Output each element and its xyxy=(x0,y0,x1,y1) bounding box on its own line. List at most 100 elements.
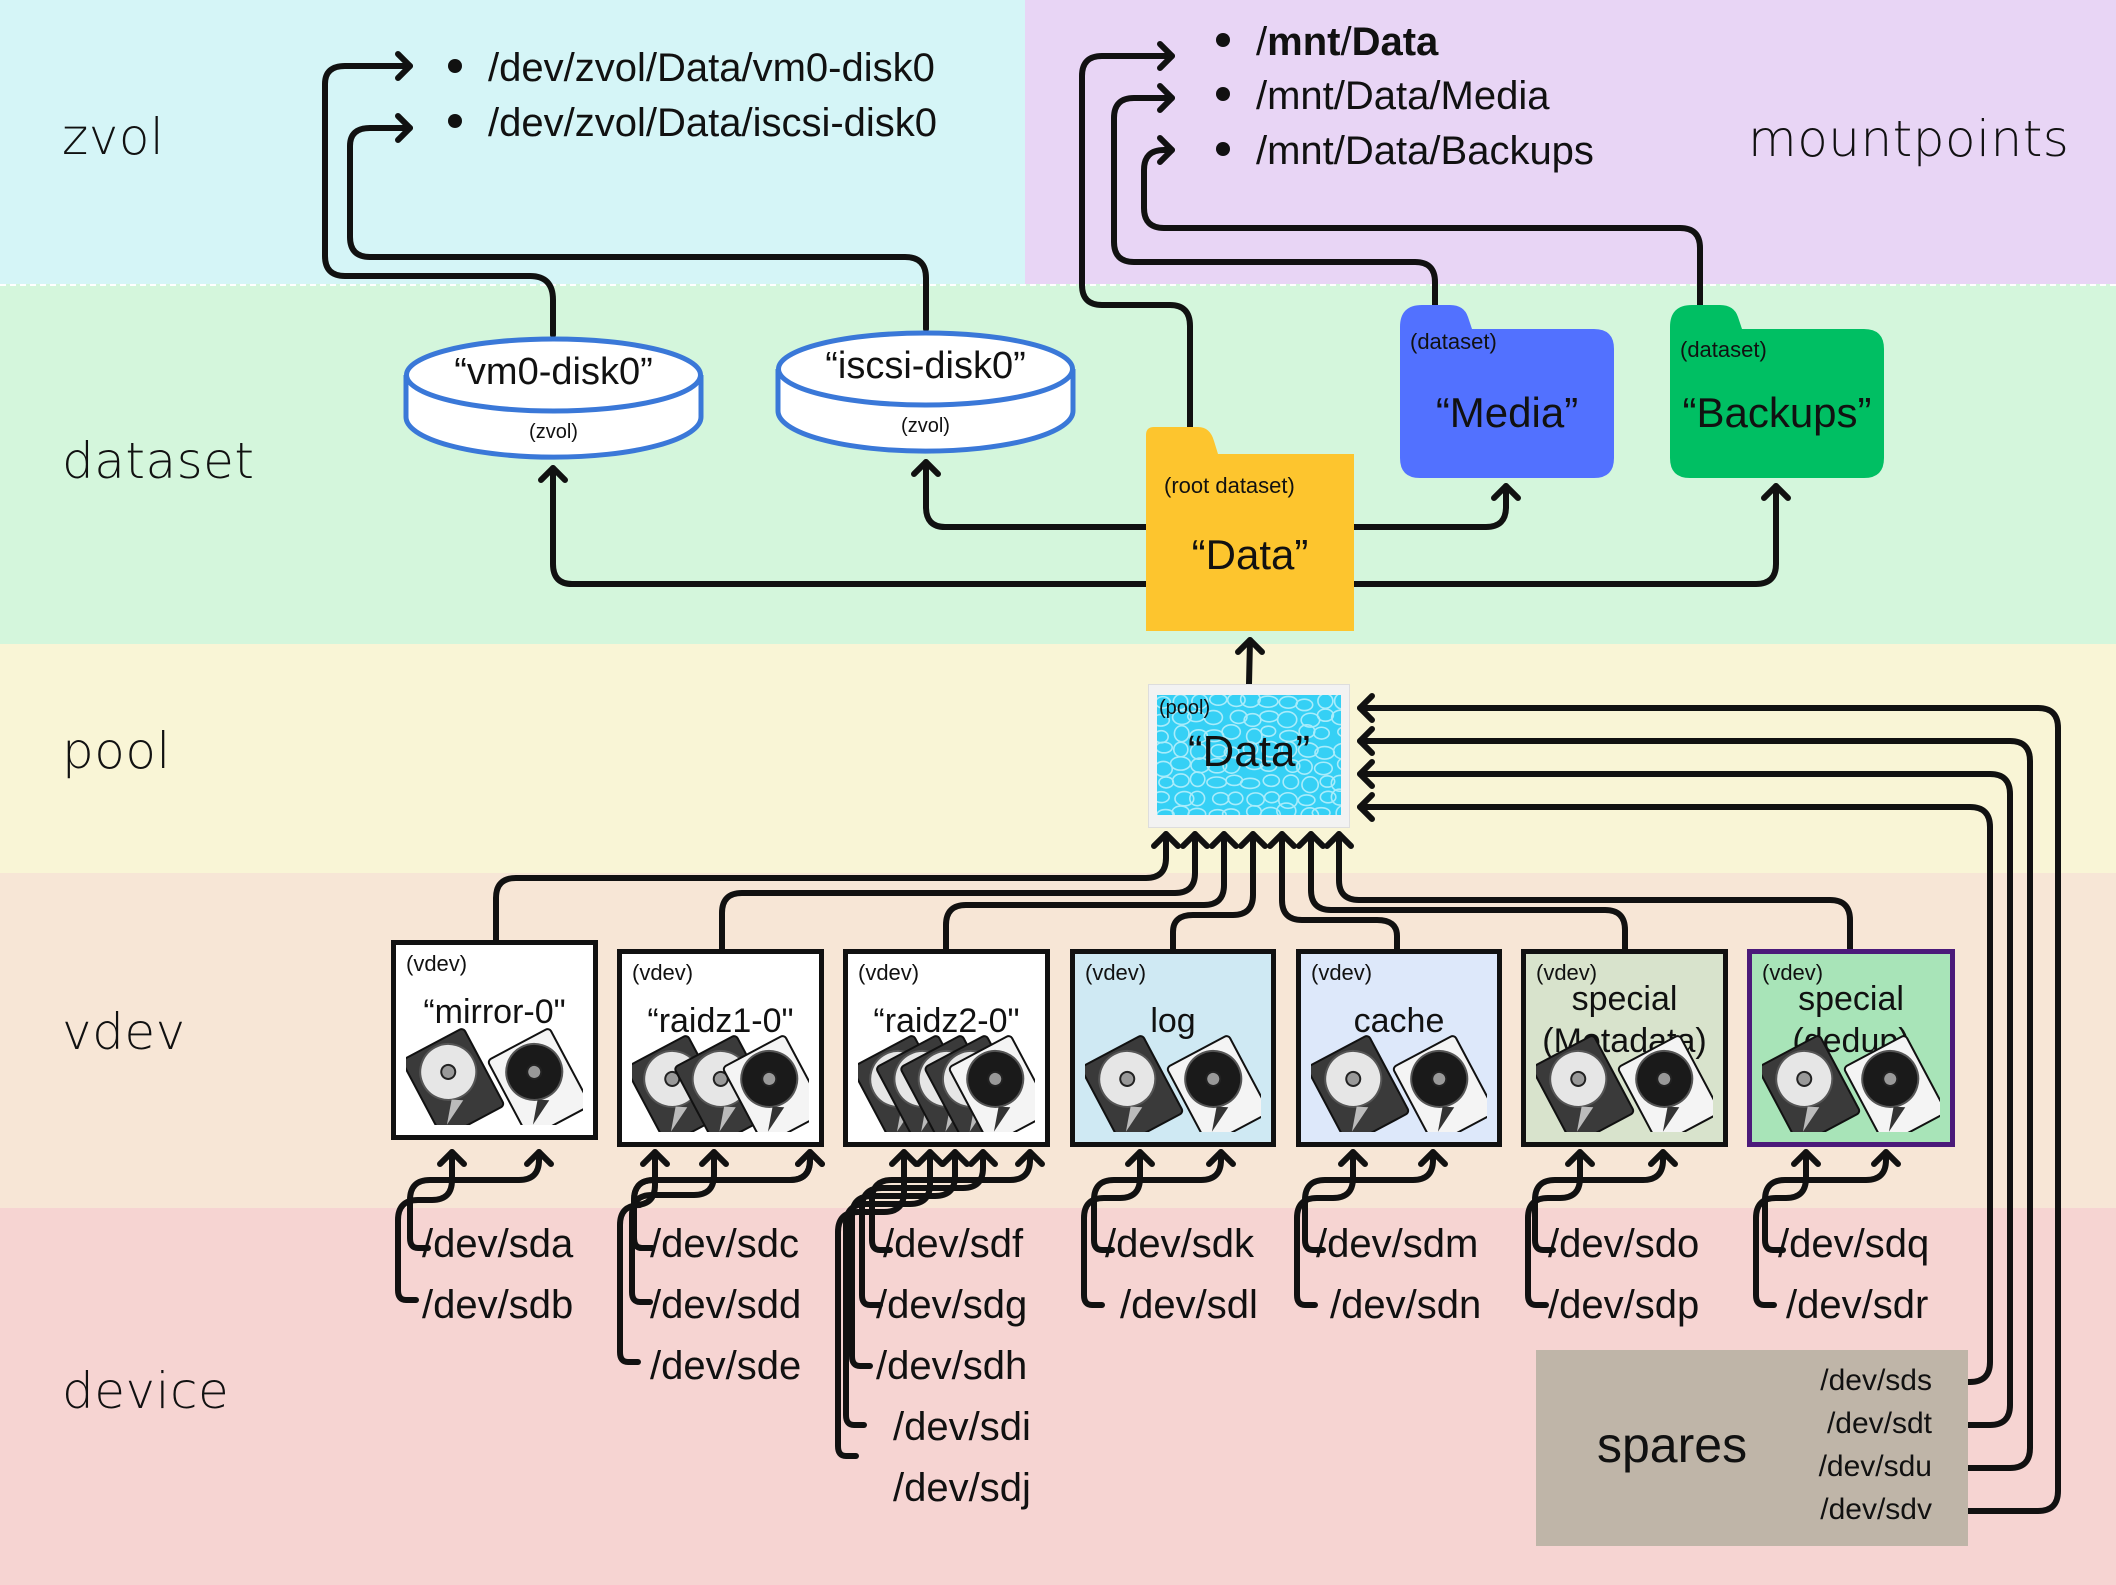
vdev-name: “mirror-0" xyxy=(423,993,566,1031)
folder-icon xyxy=(1400,305,1614,478)
wire-device-to-vdev xyxy=(1525,1149,1583,1308)
device-label[interactable]: /dev/sdq xyxy=(1778,1222,1930,1266)
device-label[interactable]: /dev/sda xyxy=(422,1222,574,1266)
wire-device-to-vdev xyxy=(843,1149,933,1428)
vdev-card[interactable]: (vdev)“raidz2-0" xyxy=(843,949,1050,1147)
wire-backups-to-mnt xyxy=(1141,147,1703,308)
hard-disk-icon xyxy=(1311,1035,1410,1132)
hard-disk-icons xyxy=(1536,1035,1713,1132)
spare-device[interactable]: /dev/sdv xyxy=(1820,1493,1932,1526)
hard-disk-icons xyxy=(406,1028,583,1125)
wire-vdev-to-pool xyxy=(1336,831,1853,952)
layer-label-device: device xyxy=(62,1362,230,1420)
arrowhead-icon xyxy=(940,1149,970,1167)
wire-device-to-vdev xyxy=(1762,1149,1889,1253)
wire-device-to-vdev xyxy=(617,1149,658,1365)
layer-label-mountpoints: mountpoints xyxy=(1748,110,2070,168)
device-label[interactable]: /dev/sdl xyxy=(1120,1283,1258,1327)
arrowhead-icon xyxy=(699,1149,729,1167)
vdev-card[interactable]: (vdev)special(Metadata) xyxy=(1521,949,1728,1147)
spare-device[interactable]: /dev/sds xyxy=(1820,1364,1932,1397)
mountpoint-media: /mnt/Data/Media xyxy=(1216,74,1549,119)
dataset-backups[interactable]: (dataset) “Backups” xyxy=(1670,305,1884,478)
vdev-card[interactable]: (vdev)cache xyxy=(1296,949,1502,1147)
arrowhead-icon xyxy=(1157,83,1175,113)
arrowhead-icon xyxy=(915,1149,945,1167)
bullet-icon xyxy=(1216,142,1230,157)
arrowhead-icon xyxy=(1357,693,1375,723)
vdev-type: (vdev) xyxy=(406,951,468,976)
arrowhead-icon xyxy=(538,465,568,483)
arrowhead-icon xyxy=(1761,483,1791,501)
pool-name: “Data” xyxy=(1187,727,1311,776)
vdev-card[interactable]: (vdev)log xyxy=(1070,949,1276,1147)
pool-data[interactable]: (pool) “Data” xyxy=(1148,684,1350,828)
device-label[interactable]: /dev/sdh xyxy=(876,1344,1028,1388)
arrowhead-icon xyxy=(1418,1149,1448,1167)
dataset-root-data[interactable]: (root dataset) “Data” xyxy=(1146,427,1354,631)
device-label[interactable]: /dev/sdn xyxy=(1330,1283,1482,1327)
device-label[interactable]: /dev/sdk xyxy=(1105,1222,1254,1266)
device-label[interactable]: /dev/sdc xyxy=(650,1222,799,1266)
zvol-vm0-disk0[interactable]: “vm0-disk0” (zvol) xyxy=(402,335,705,460)
wire-iscsi-to-path xyxy=(347,125,929,332)
device-label[interactable]: /dev/sdp xyxy=(1548,1283,1700,1327)
wire-spare-to-pool xyxy=(1357,804,1993,1385)
wire-vdev-to-pool xyxy=(493,831,1169,943)
device-label[interactable]: /dev/sdg xyxy=(876,1283,1028,1327)
wire-device-to-vdev xyxy=(1753,1149,1809,1308)
device-label[interactable]: /dev/sdd xyxy=(650,1283,802,1327)
device-label[interactable]: /dev/sdj xyxy=(893,1466,1031,1510)
device-label[interactable]: /dev/sdr xyxy=(1786,1283,1929,1327)
arrowhead-icon xyxy=(1648,1149,1678,1167)
wire-media-to-mnt xyxy=(1111,95,1438,308)
vdev-type: (vdev) xyxy=(1085,960,1147,985)
vdev-name: log xyxy=(1150,1002,1196,1040)
vdev-type: (vdev) xyxy=(858,960,920,985)
vdev-name: special xyxy=(1798,980,1904,1018)
hard-disk-icons xyxy=(1762,1035,1940,1132)
cylinder-icon xyxy=(403,336,704,460)
arrowhead-icon xyxy=(437,1149,467,1167)
layer-mountpoints xyxy=(1025,0,2116,284)
wire-data-to-mnt xyxy=(1079,53,1193,430)
hard-disk-icon xyxy=(1085,1035,1184,1132)
arrowhead-icon xyxy=(1871,1149,1901,1167)
device-label[interactable]: /dev/sdm xyxy=(1316,1222,1479,1266)
device-label[interactable]: /dev/sdf xyxy=(883,1222,1024,1266)
wire-device-to-vdev xyxy=(407,1149,542,1251)
dataset-media[interactable]: (dataset) “Media” xyxy=(1400,305,1614,478)
water-caustics-icon xyxy=(1157,695,1341,815)
wire-spare-to-pool xyxy=(1357,738,2033,1471)
hard-disk-icon xyxy=(1762,1035,1861,1132)
bullet-icon xyxy=(448,59,462,74)
vdev-card[interactable]: (vdev) “mirror-0" xyxy=(391,940,598,1140)
arrowhead-icon xyxy=(795,1149,825,1167)
vdev-card[interactable]: (vdev)special(dedup) xyxy=(1747,949,1955,1147)
zvol-type: (zvol) xyxy=(901,415,950,437)
wire-root-to-iscsi xyxy=(923,459,1149,530)
device-label[interactable]: /dev/sdb xyxy=(422,1283,574,1327)
zvol-path-vm0: /dev/zvol/Data/vm0-disk0 xyxy=(448,46,935,91)
device-label[interactable]: /dev/sdo xyxy=(1548,1222,1700,1266)
bullet-icon xyxy=(448,114,462,129)
spare-device[interactable]: /dev/sdt xyxy=(1826,1407,1932,1440)
hard-disk-icon xyxy=(1843,1035,1940,1132)
dataset-name: “Backups” xyxy=(1682,389,1872,436)
wire-vm0-to-path xyxy=(322,63,556,338)
wire-vdev-to-pool xyxy=(719,831,1198,952)
vdev-type: (vdev) xyxy=(1311,960,1373,985)
wire-device-to-vdev xyxy=(631,1149,813,1251)
hard-disk-icon xyxy=(948,1035,1035,1132)
arrowhead-icon xyxy=(1180,831,1210,849)
spare-device[interactable]: /dev/sdu xyxy=(1818,1450,1932,1483)
device-label[interactable]: /dev/sde xyxy=(650,1344,802,1388)
layer-label-pool: pool xyxy=(62,722,171,780)
dataset-type: (dataset) xyxy=(1410,329,1497,354)
device-label[interactable]: /dev/sdi xyxy=(893,1405,1031,1449)
zvol-iscsi-disk0[interactable]: “iscsi-disk0” (zvol) xyxy=(774,329,1077,454)
arrowhead-icon xyxy=(1357,792,1375,822)
wire-vdev-to-pool xyxy=(943,831,1227,952)
vdev-card[interactable]: (vdev)“raidz1-0" xyxy=(617,949,824,1147)
